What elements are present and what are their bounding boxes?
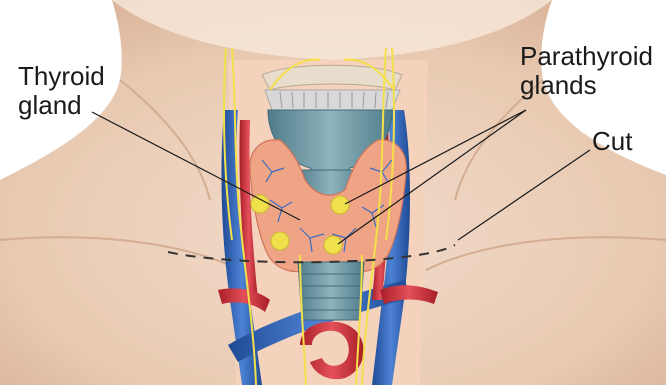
cut-label: Cut	[592, 127, 632, 156]
parathyroid-glands-label-line2: glands	[520, 71, 597, 100]
thyroid-gland-label-line2: gland	[18, 91, 82, 120]
parathyroid-glands-label-line1: Parathyroid	[520, 42, 653, 71]
thyrohyoid-membrane	[265, 90, 400, 110]
parathyroid-lower-right	[324, 236, 342, 254]
parathyroid-lower-left	[271, 232, 289, 250]
parathyroid-upper-left	[251, 195, 269, 213]
trachea	[298, 262, 364, 320]
parathyroid-upper-right	[331, 196, 349, 214]
thyroid-gland-label-line1: Thyroid	[18, 62, 105, 91]
